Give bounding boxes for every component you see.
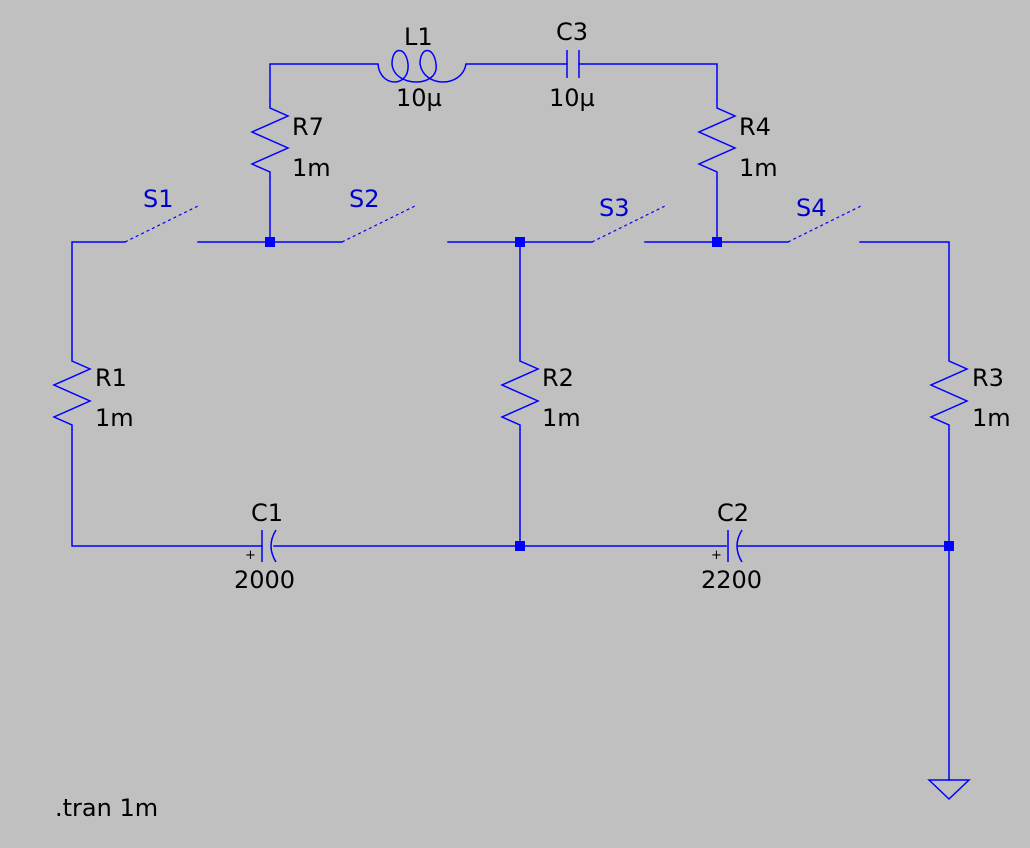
capacitor-c1-symbol[interactable] bbox=[261, 529, 277, 563]
c3-name-label: C3 bbox=[556, 18, 588, 46]
resistor-r1-symbol[interactable] bbox=[52, 353, 92, 430]
wire-r1-c1 bbox=[71, 429, 263, 547]
junction-node bbox=[712, 237, 722, 247]
wire-r7-l1 bbox=[269, 63, 379, 101]
l1-name-label: L1 bbox=[404, 23, 433, 51]
wire-s4-r3 bbox=[859, 241, 950, 354]
spice-directive[interactable]: .tran 1m bbox=[55, 794, 158, 822]
capacitor-c3-symbol[interactable] bbox=[566, 50, 580, 78]
r2-name-label: R2 bbox=[542, 364, 574, 392]
c1-polarity-mark: + bbox=[245, 548, 256, 563]
r3-value-label: 1m bbox=[972, 404, 1011, 432]
wire-c3-r4 bbox=[578, 63, 718, 101]
wire-s1-r1 bbox=[71, 241, 126, 354]
c1-value-label: 2000 bbox=[234, 566, 295, 594]
r1-value-label: 1m bbox=[95, 404, 134, 432]
c3-value-label: 10µ bbox=[549, 84, 595, 112]
switch-s2-symbol[interactable] bbox=[341, 205, 416, 243]
s1-label: S1 bbox=[143, 185, 174, 213]
wires bbox=[71, 63, 950, 781]
resistor-r3-symbol[interactable] bbox=[929, 353, 969, 430]
junction-node bbox=[515, 541, 525, 551]
r4-value-label: 1m bbox=[739, 154, 778, 182]
c2-value-label: 2200 bbox=[701, 566, 762, 594]
junction-node bbox=[265, 237, 275, 247]
switch-s1-symbol[interactable] bbox=[124, 205, 199, 243]
resistor-r7-symbol[interactable] bbox=[250, 100, 290, 178]
switch-s3-symbol[interactable] bbox=[591, 205, 666, 243]
s4-label: S4 bbox=[796, 194, 827, 222]
r1-name-label: R1 bbox=[95, 364, 127, 392]
s2-label: S2 bbox=[349, 185, 380, 213]
junction-node bbox=[515, 237, 525, 247]
c2-name-label: C2 bbox=[717, 499, 749, 527]
junction-node bbox=[944, 541, 954, 551]
r2-value-label: 1m bbox=[542, 404, 581, 432]
c1-name-label: C1 bbox=[251, 499, 283, 527]
r4-name-label: R4 bbox=[739, 113, 771, 141]
r3-name-label: R3 bbox=[972, 364, 1004, 392]
c2-polarity-mark: + bbox=[711, 548, 722, 563]
resistor-r4-symbol[interactable] bbox=[697, 100, 737, 178]
inductor-l1-symbol[interactable] bbox=[377, 49, 467, 83]
l1-value-label: 10µ bbox=[396, 84, 442, 112]
s3-label: S3 bbox=[599, 194, 630, 222]
ground-symbol[interactable] bbox=[927, 779, 971, 801]
r7-name-label: R7 bbox=[292, 113, 324, 141]
capacitor-c2-symbol[interactable] bbox=[727, 529, 743, 563]
switch-s4-symbol[interactable] bbox=[787, 205, 862, 243]
r7-value-label: 1m bbox=[292, 154, 331, 182]
resistor-r2-symbol[interactable] bbox=[500, 353, 540, 430]
